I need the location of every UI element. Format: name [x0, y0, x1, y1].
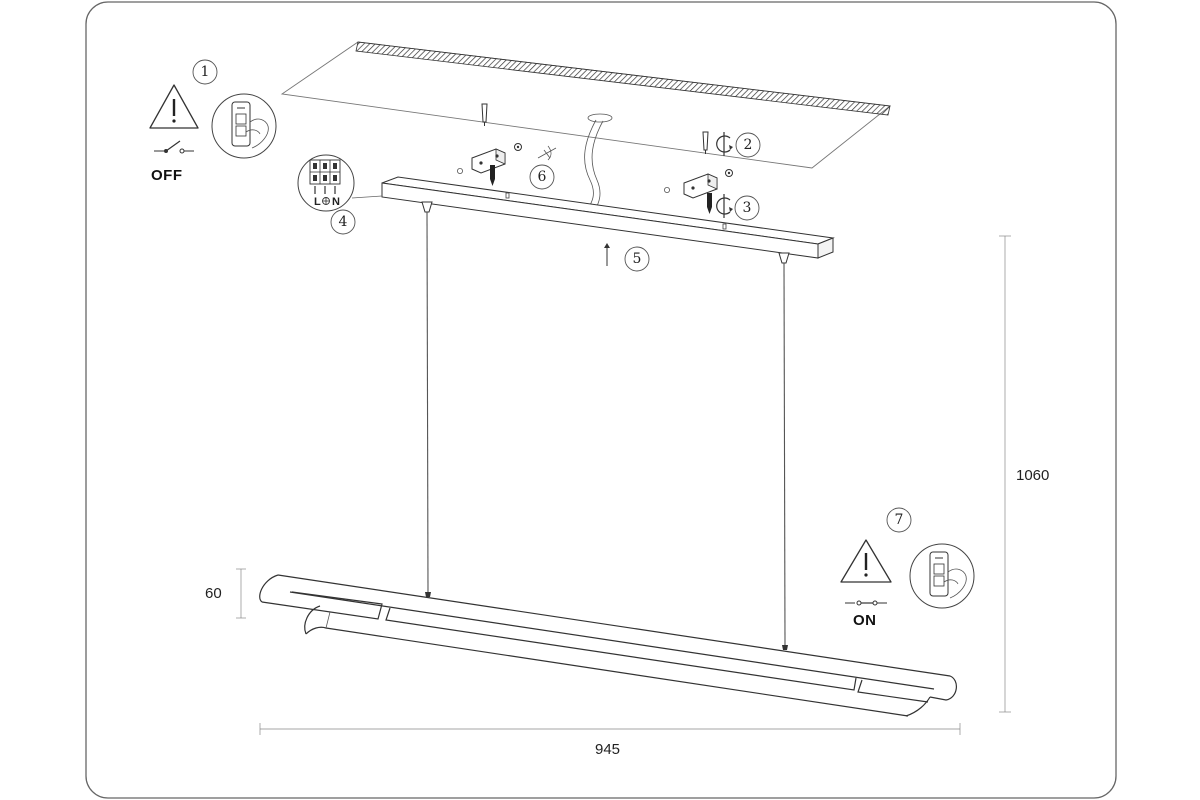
tube-height-dimension-line [236, 568, 246, 619]
step-number: 3 [743, 200, 752, 216]
height-dimension-line [999, 235, 1011, 713]
step-marker-5: 5 [624, 246, 650, 272]
power-off-label: OFF [151, 167, 183, 184]
luminaire-body [259, 574, 957, 717]
suspension-cable-right [783, 262, 786, 646]
cable-grip-right [778, 252, 790, 264]
step-marker-1: 1 [192, 59, 218, 85]
step-number: 2 [744, 137, 753, 153]
ceiling-slab [280, 41, 892, 169]
cable-grip-left [421, 201, 433, 213]
width-dimension-label: 945 [595, 741, 620, 758]
switch-closed-icon [845, 600, 887, 606]
power-on-label: ON [853, 612, 877, 629]
step-marker-4: 4 [330, 209, 356, 235]
cable-clip-right [782, 645, 788, 650]
canopy-screw-icon [604, 243, 610, 266]
adjust-screw-icon [537, 145, 557, 161]
step-marker-7: 7 [886, 507, 912, 533]
warning-triangle-icon [840, 539, 892, 583]
step-number: 6 [538, 169, 547, 185]
ground-icon [322, 197, 330, 205]
step-marker-3: 3 [734, 195, 760, 221]
terminal-neutral-label: N [332, 196, 340, 208]
ceiling-anchor-icon [702, 131, 709, 154]
warning-triangle-icon [149, 84, 199, 129]
canopy [381, 176, 835, 259]
tube-height-dimension-label: 60 [205, 585, 222, 602]
cable-clip-left [425, 592, 431, 597]
switch-hand-icon [211, 93, 277, 159]
step-number: 4 [339, 214, 348, 230]
terminal-block-icon [297, 154, 355, 212]
suspension-cable-left [426, 211, 429, 593]
rotate-arrow-icon [716, 194, 733, 218]
height-dimension-label: 1060 [1016, 467, 1049, 484]
terminal-leader-line [351, 195, 383, 199]
step-number: 5 [633, 251, 642, 267]
step-number: 7 [895, 512, 904, 528]
mounting-bracket-right [664, 169, 733, 214]
step-number: 1 [201, 64, 210, 80]
switch-hand-icon [909, 543, 975, 609]
rotate-arrow-icon [716, 132, 733, 156]
ceiling-anchor-icon [481, 103, 488, 126]
terminal-live-label: L [314, 196, 321, 208]
mounting-bracket-left [456, 143, 522, 186]
step-marker-2: 2 [735, 132, 761, 158]
switch-open-icon [154, 140, 194, 154]
step-marker-6: 6 [529, 164, 555, 190]
width-dimension-line [259, 723, 961, 735]
